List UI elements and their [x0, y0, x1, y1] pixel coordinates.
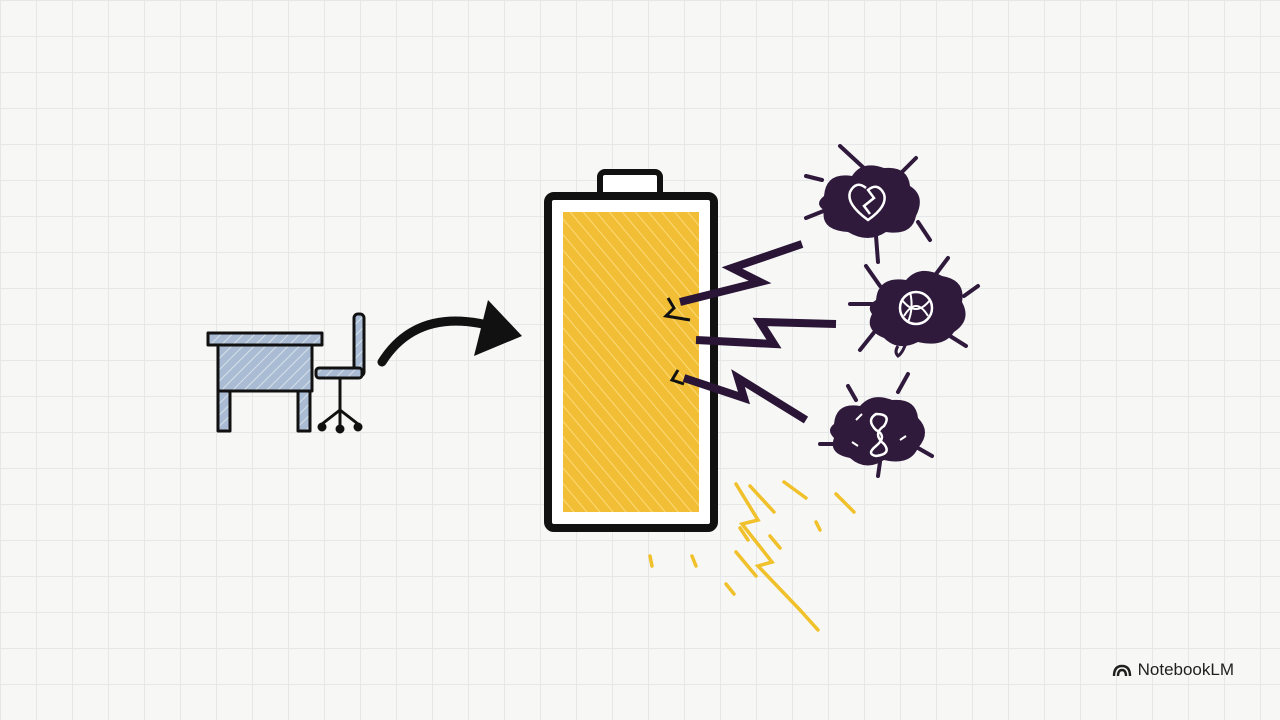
watermark-text: NotebookLM: [1137, 660, 1234, 679]
spark-icon: [648, 480, 856, 632]
tangled-knot-cloud-icon: [848, 256, 980, 358]
arrow-icon: [377, 300, 522, 367]
desk-icon: [206, 331, 324, 433]
notebooklm-logo-icon: [1112, 664, 1131, 677]
notebooklm-watermark: NotebookLM: [1112, 660, 1234, 680]
heartbreak-cloud-icon: [804, 144, 932, 264]
office-chair-icon: [314, 312, 366, 434]
battery-fill-level: [563, 212, 699, 512]
lightning-bolt-icon: [679, 240, 837, 424]
infinity-cloud-icon: [818, 372, 934, 478]
battery-icon: [544, 169, 718, 532]
